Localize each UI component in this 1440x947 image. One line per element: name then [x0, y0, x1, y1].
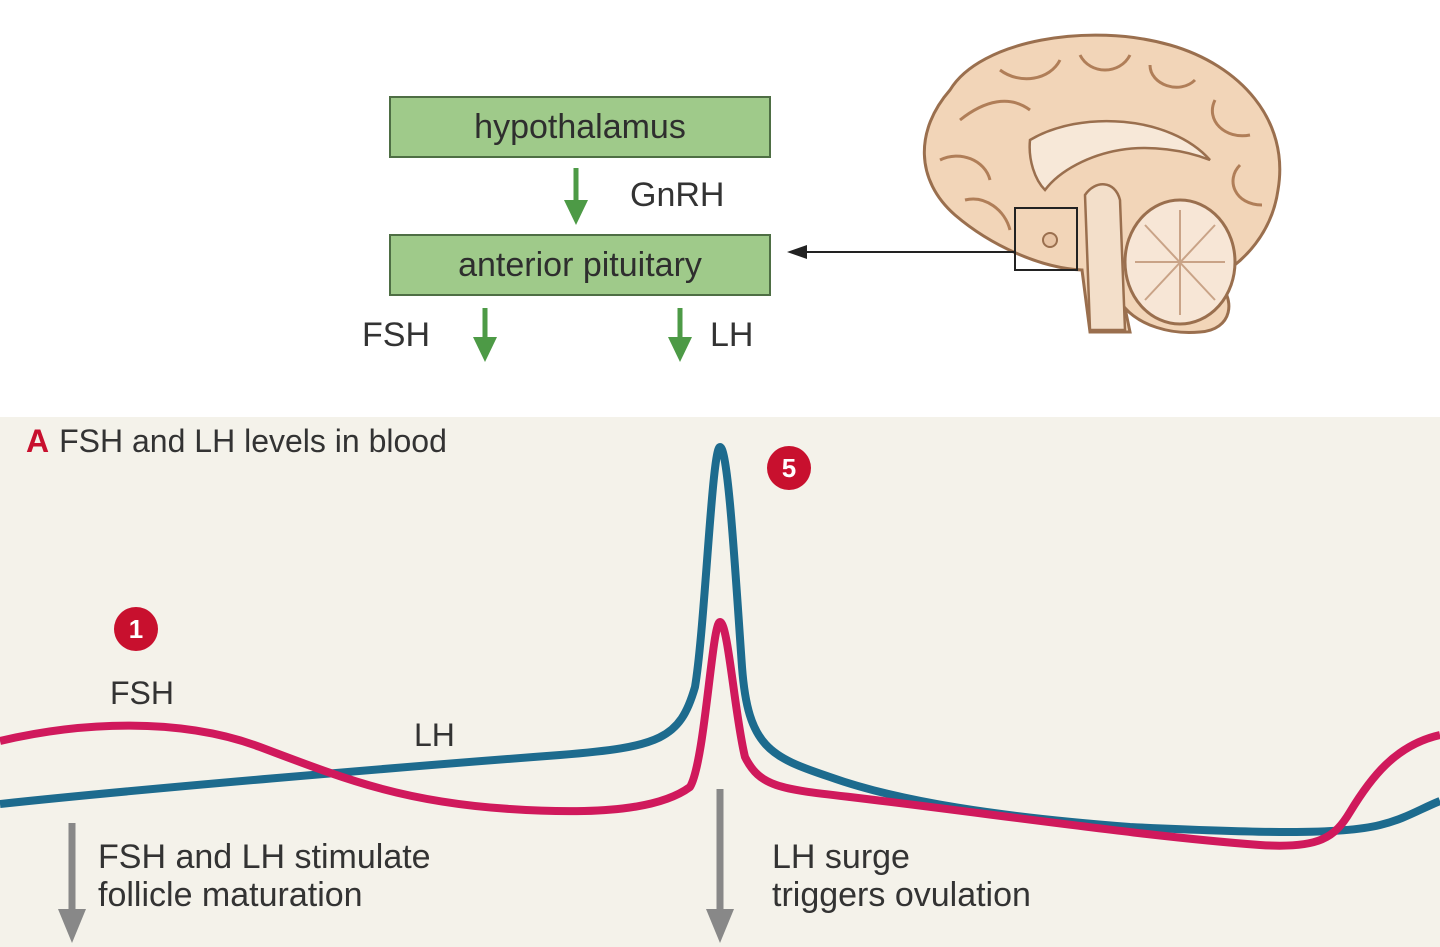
fsh-curve-label: FSH — [110, 675, 174, 711]
hypothalamus-box: hypothalamus — [389, 96, 771, 158]
fsh-curve — [0, 618, 1440, 850]
flow-graphics — [473, 33, 1282, 362]
hypothalamus-label: hypothalamus — [474, 107, 686, 146]
lh-curve — [0, 443, 1440, 836]
fsh-arrow — [473, 308, 497, 362]
right-down-arrow — [706, 789, 734, 943]
step-badge-5: 5 — [767, 446, 811, 490]
note-left-line2: follicle maturation — [98, 876, 363, 914]
note-left-line1: FSH and LH stimulate — [98, 838, 431, 876]
gnrh-arrow — [564, 168, 588, 225]
lh-curve-label: LH — [414, 717, 455, 753]
fsh-output-label: FSH — [362, 316, 430, 354]
anterior-pituitary-label: anterior pituitary — [458, 245, 702, 284]
ovulation-note: LH surge triggers ovulation — [772, 838, 1031, 914]
gnrh-label: GnRH — [630, 176, 725, 214]
note-right-line1: LH surge — [772, 838, 910, 876]
anterior-pituitary-box: anterior pituitary — [389, 234, 771, 296]
left-down-arrow — [58, 823, 86, 943]
step-badge-1: 1 — [114, 607, 158, 651]
lh-arrow — [668, 308, 692, 362]
panel-letter: A — [26, 423, 50, 459]
hormone-curves — [0, 443, 1440, 943]
note-right-line2: triggers ovulation — [772, 876, 1031, 914]
lh-output-label: LH — [710, 316, 754, 354]
follicle-maturation-note: FSH and LH stimulate follicle maturation — [98, 838, 431, 914]
panel-title-text: FSH and LH levels in blood — [59, 423, 447, 459]
pituitary-highlight-box — [1014, 207, 1078, 271]
brain-icon — [922, 33, 1282, 335]
pointer-arrow — [787, 245, 1015, 259]
